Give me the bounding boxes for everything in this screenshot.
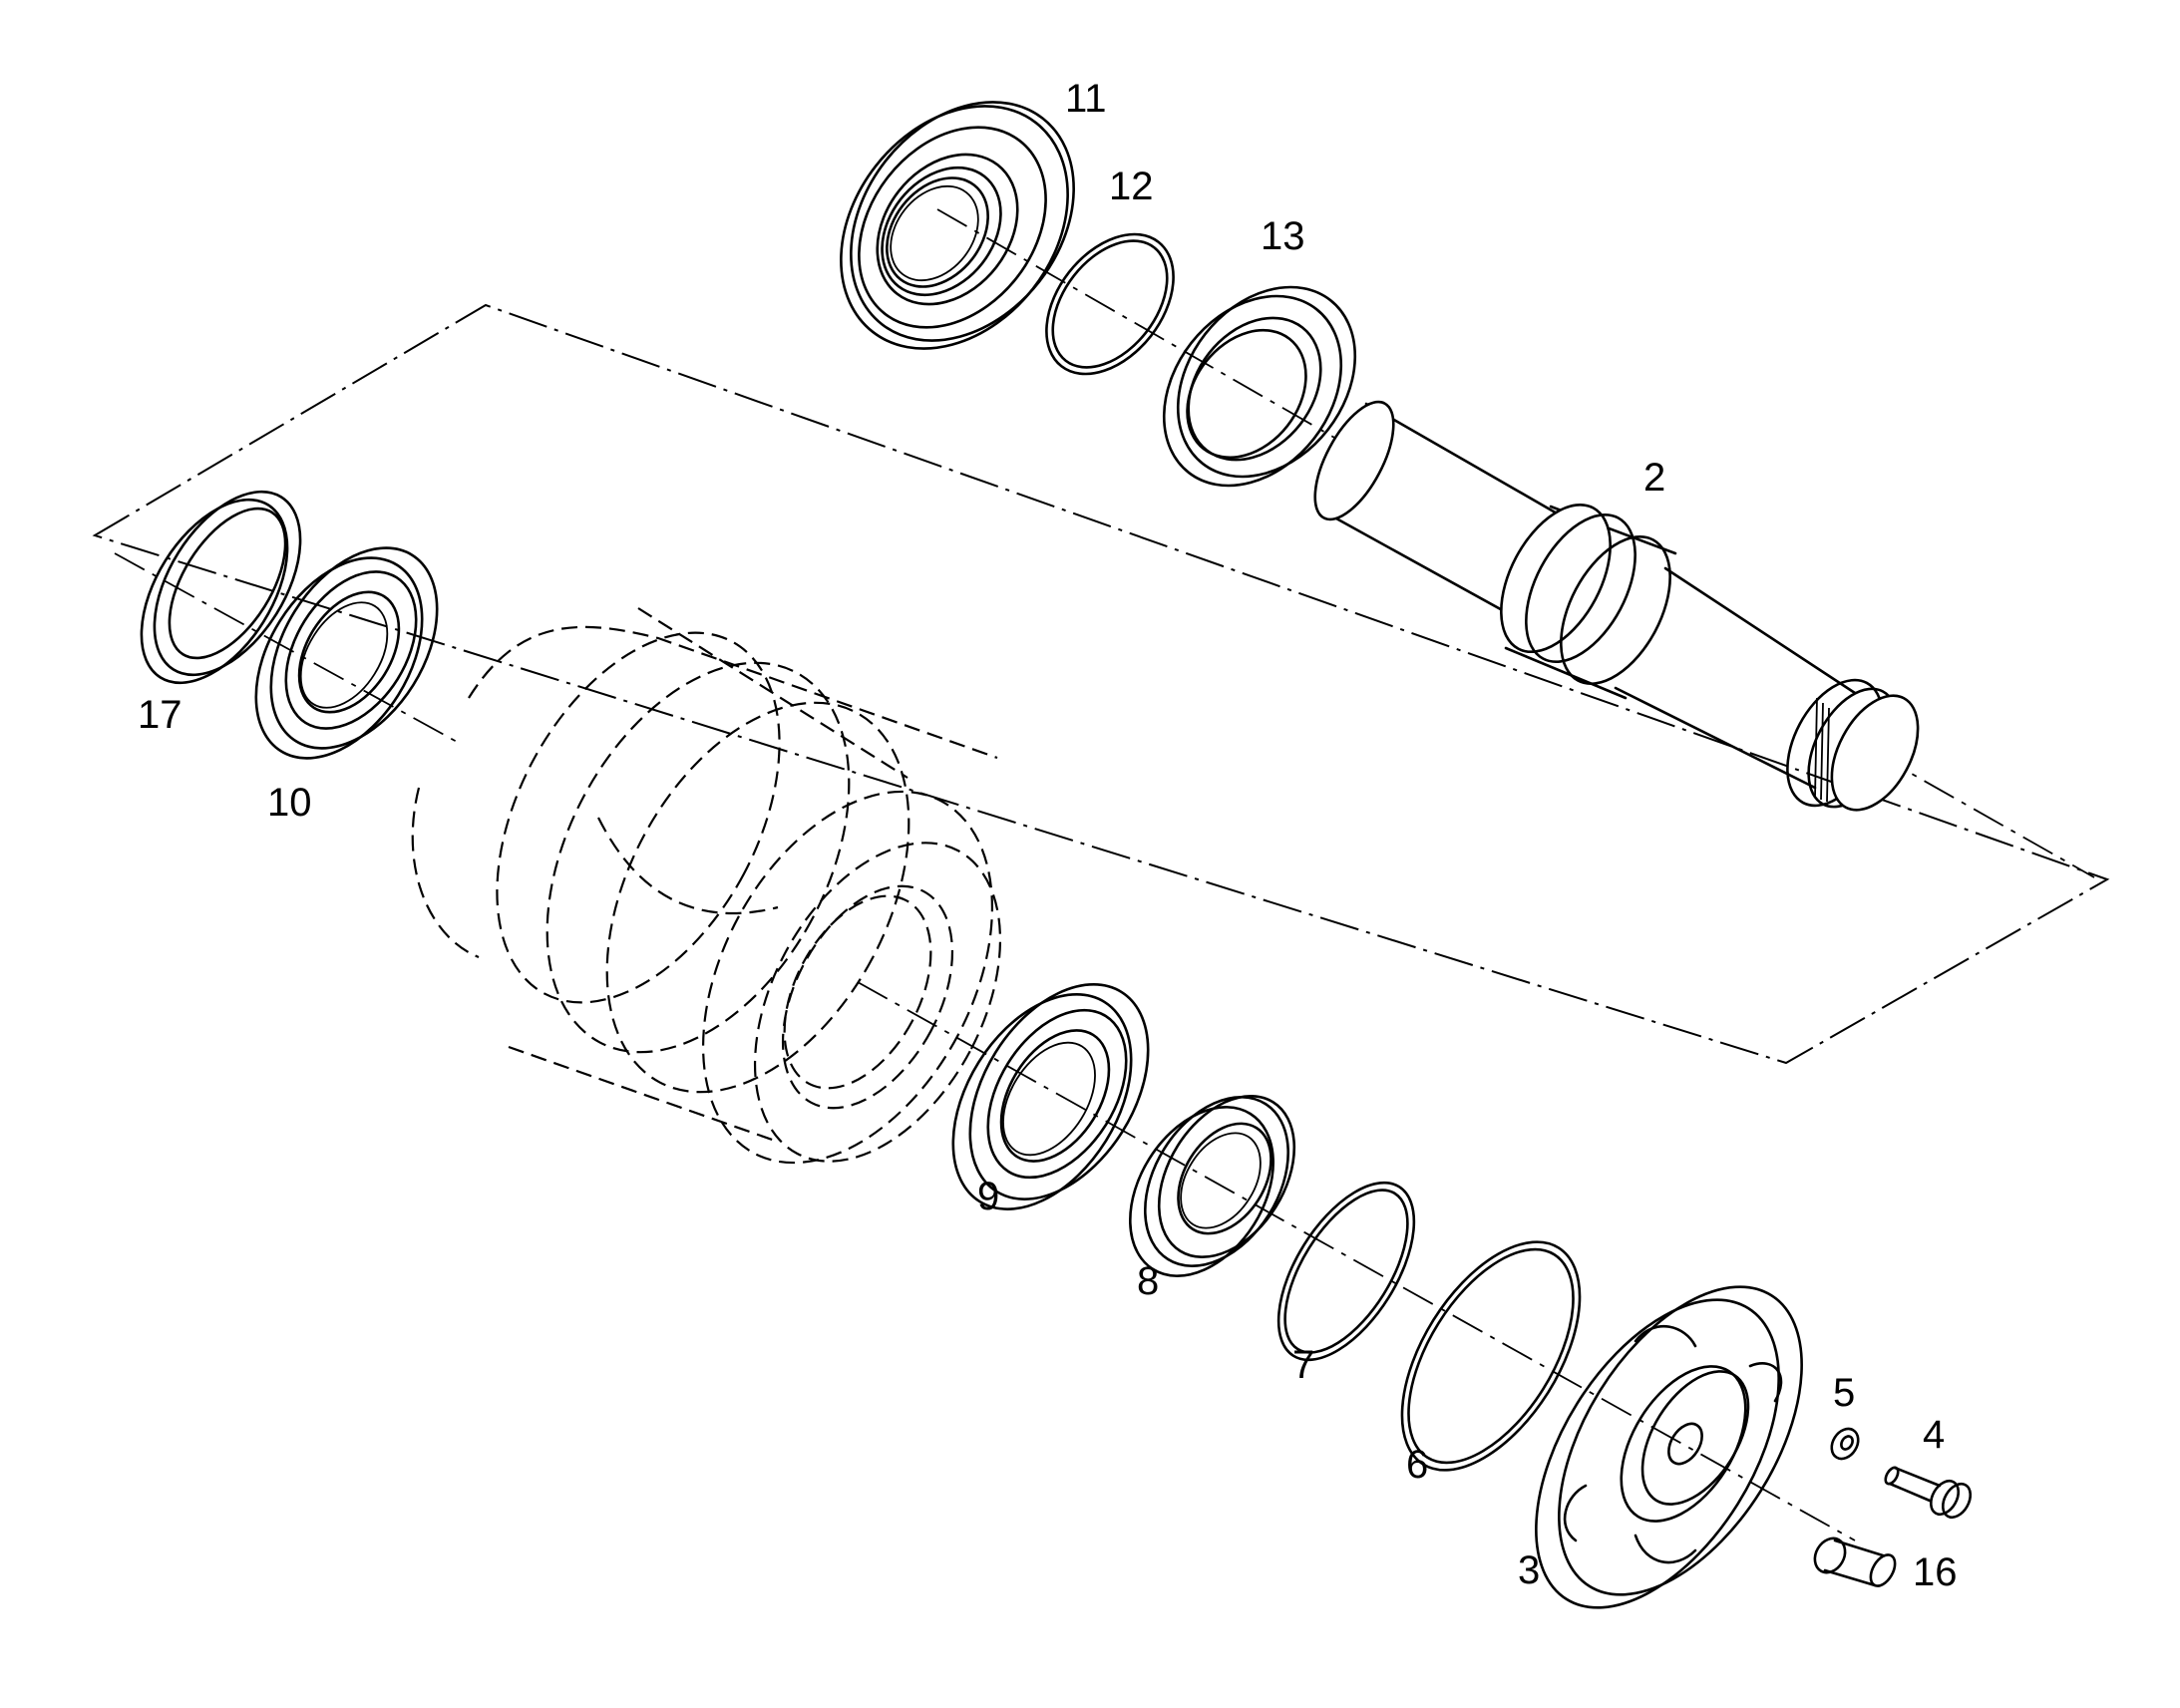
callout-5: 5 <box>1833 1371 1855 1415</box>
lower-axis-line <box>114 552 460 744</box>
part-16-plug <box>1813 1537 1897 1587</box>
part-4-bolt <box>1884 1466 1973 1520</box>
part-6-o-ring <box>1400 1240 1582 1472</box>
callout-7: 7 <box>1292 1343 1314 1387</box>
part-9-bearing <box>951 983 1150 1210</box>
callout-16: 16 <box>1913 1550 1958 1594</box>
callout-4: 4 <box>1923 1413 1945 1457</box>
callout-2: 2 <box>1643 456 1665 500</box>
callout-6: 6 <box>1406 1443 1428 1487</box>
part-7-snap-ring <box>1276 1181 1416 1362</box>
callout-8: 8 <box>1137 1259 1159 1303</box>
callout-3: 3 <box>1518 1548 1540 1592</box>
assembly-boundary <box>92 303 2110 1065</box>
upper-axis-line <box>936 208 1337 440</box>
part-10-bearing <box>254 546 439 760</box>
phantom-roller-body <box>411 607 1002 1165</box>
callout-11: 11 <box>1065 77 1107 121</box>
shaft-axis-end <box>1874 752 2095 878</box>
part-17-washer <box>140 490 302 685</box>
lower-axis-line-2 <box>857 981 1856 1541</box>
part-11-seal <box>840 101 1075 350</box>
part-3-cover <box>1535 1285 1803 1609</box>
part-2-shaft <box>1313 400 1920 812</box>
part-5-washer <box>1830 1427 1860 1461</box>
part-13-bushing <box>1162 285 1357 488</box>
part-8-nut <box>1128 1094 1296 1277</box>
callout-13: 13 <box>1261 214 1305 258</box>
callout-17: 17 <box>138 693 182 737</box>
callout-9: 9 <box>977 1175 999 1218</box>
callout-12: 12 <box>1109 165 1154 208</box>
callout-10: 10 <box>267 781 312 825</box>
part-12-o-ring <box>1045 232 1175 376</box>
